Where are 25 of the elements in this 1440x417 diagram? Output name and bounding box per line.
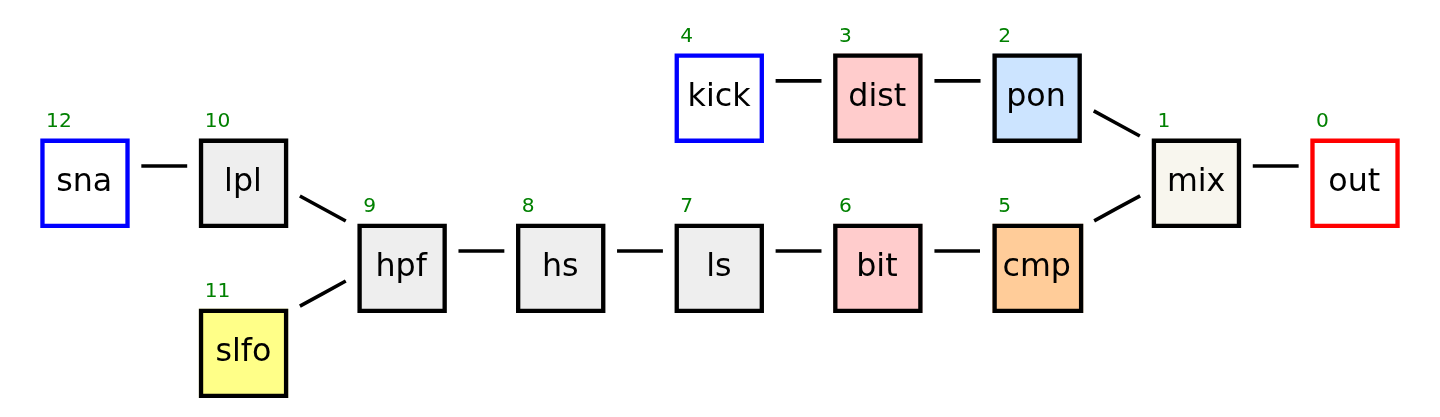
connector bbox=[775, 79, 822, 83]
node-label: 12 bbox=[46, 108, 72, 133]
connector bbox=[617, 249, 663, 253]
connector bbox=[1093, 194, 1141, 223]
connector bbox=[1252, 164, 1299, 168]
node-label: 8 bbox=[521, 193, 535, 218]
connector bbox=[299, 194, 347, 223]
connector bbox=[775, 249, 822, 253]
connector bbox=[458, 249, 505, 253]
connector bbox=[934, 249, 980, 253]
node-label: 0 bbox=[1316, 108, 1329, 133]
connector bbox=[299, 279, 347, 308]
node-label: 6 bbox=[838, 193, 852, 218]
connector bbox=[1092, 109, 1141, 138]
node-label: 1 bbox=[1157, 108, 1171, 133]
connector bbox=[141, 164, 188, 168]
node-label: 7 bbox=[680, 193, 694, 218]
node-label: 4 bbox=[680, 23, 694, 48]
connector bbox=[934, 79, 981, 83]
node-label: 2 bbox=[998, 23, 1012, 48]
node-label: 10 bbox=[204, 108, 231, 133]
node-label: 5 bbox=[998, 193, 1012, 218]
node-label: 11 bbox=[204, 278, 231, 303]
node-label: 9 bbox=[363, 193, 377, 218]
node-label: 3 bbox=[838, 23, 852, 48]
